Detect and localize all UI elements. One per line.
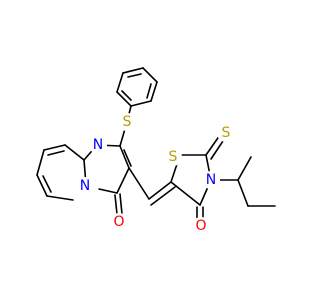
methylidene-bridge <box>128 167 176 206</box>
phenyl-ring <box>116 67 158 107</box>
atom-n-thiazolidine: N <box>202 171 220 189</box>
atom-o-thiazolidinone-label: O <box>195 218 206 234</box>
thione-bond <box>205 134 226 160</box>
atom-n-bridgehead: N <box>76 177 94 195</box>
atom-s-thioether-label: S <box>123 114 132 130</box>
atom-o-pyrimidinone: O <box>110 213 128 231</box>
atom-n-pyrimidine: N <box>89 136 107 154</box>
atom-s-ring-label: S <box>169 149 178 165</box>
atom-n-bridgehead-label: N <box>80 178 90 194</box>
atom-s-thioether: S <box>118 113 136 131</box>
pyrimidinone-carbonyl <box>114 193 123 215</box>
atom-s-ring: S <box>164 148 182 166</box>
atom-s-thione-label: S <box>222 125 231 141</box>
atom-o-thiazolidinone: O <box>192 217 210 235</box>
atom-s-thione: S <box>217 124 235 142</box>
atom-o-pyrimidinone-label: O <box>113 214 124 230</box>
molecule-structure: N S N O S S N O <box>36 67 276 235</box>
atom-n-pyrimidine-label: N <box>93 137 103 153</box>
pyridine-ring <box>36 144 85 201</box>
atom-n-thiazolidine-label: N <box>206 172 216 188</box>
sec-butyl-chain <box>210 156 276 207</box>
